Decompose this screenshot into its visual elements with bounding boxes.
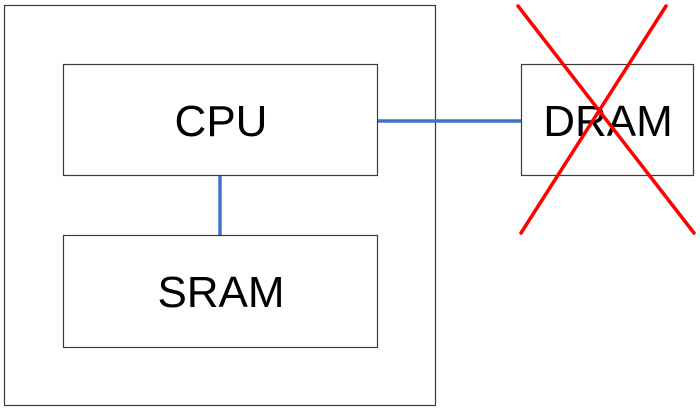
cross-stroke-1 bbox=[516, 4, 696, 235]
cross-stroke-2 bbox=[519, 4, 668, 235]
chip-boundary bbox=[3, 4, 437, 407]
dram-cross-out-mark bbox=[516, 4, 696, 235]
sram-box: SRAM bbox=[62, 234, 379, 349]
sram-label: SRAM bbox=[157, 268, 284, 317]
cpu-box: CPU bbox=[62, 63, 379, 177]
cpu-label: CPU bbox=[175, 97, 268, 146]
